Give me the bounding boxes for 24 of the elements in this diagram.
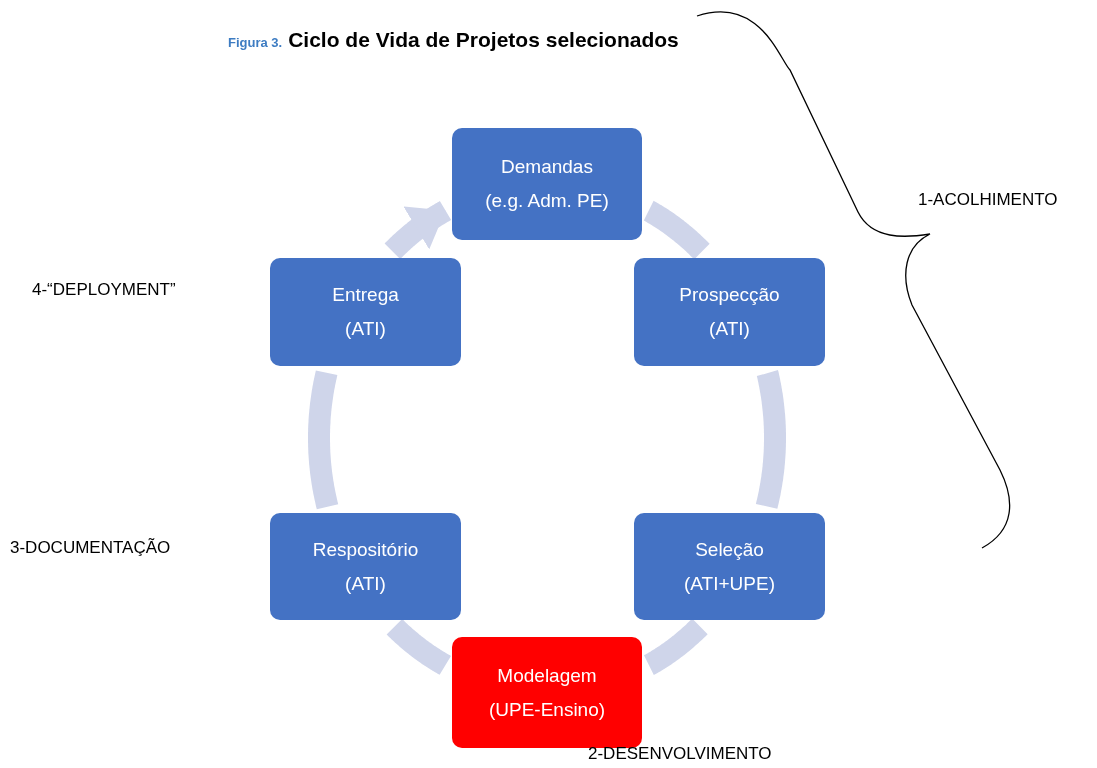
node-label: (e.g. Adm. PE) — [485, 190, 609, 212]
node-label: (ATI) — [345, 572, 386, 595]
node-label: Prospecção — [679, 284, 780, 306]
phase-label: 1-ACOLHIMENTO — [918, 190, 1058, 210]
process-box — [270, 258, 461, 366]
node-label: (ATI) — [345, 318, 386, 340]
node-label: Modelagem — [497, 664, 597, 687]
node-label: (ATI) — [709, 318, 750, 340]
process-box — [452, 637, 642, 748]
phase-label: 3-DOCUMENTAÇÃO — [10, 538, 171, 558]
phase-label: 2-DESENVOLVIMENTO — [588, 744, 772, 764]
node-label: Respositório — [312, 538, 419, 561]
diagram-title: Ciclo de Vida de Projetos selecionados — [288, 28, 679, 52]
node-label: (UPE-Ensino) — [488, 698, 606, 721]
phase-label: 4-“DEPLOYMENT” — [32, 280, 176, 300]
process-box — [270, 513, 461, 620]
node-label: (ATI+UPE) — [684, 572, 775, 595]
process-box — [634, 513, 825, 620]
node-label: Seleção — [695, 538, 764, 561]
process-box — [452, 128, 642, 240]
node-label: Demandas — [501, 156, 593, 178]
figure-number: Figura 3. — [228, 35, 283, 50]
process-box — [634, 258, 825, 366]
node-label: Entrega — [332, 284, 399, 306]
